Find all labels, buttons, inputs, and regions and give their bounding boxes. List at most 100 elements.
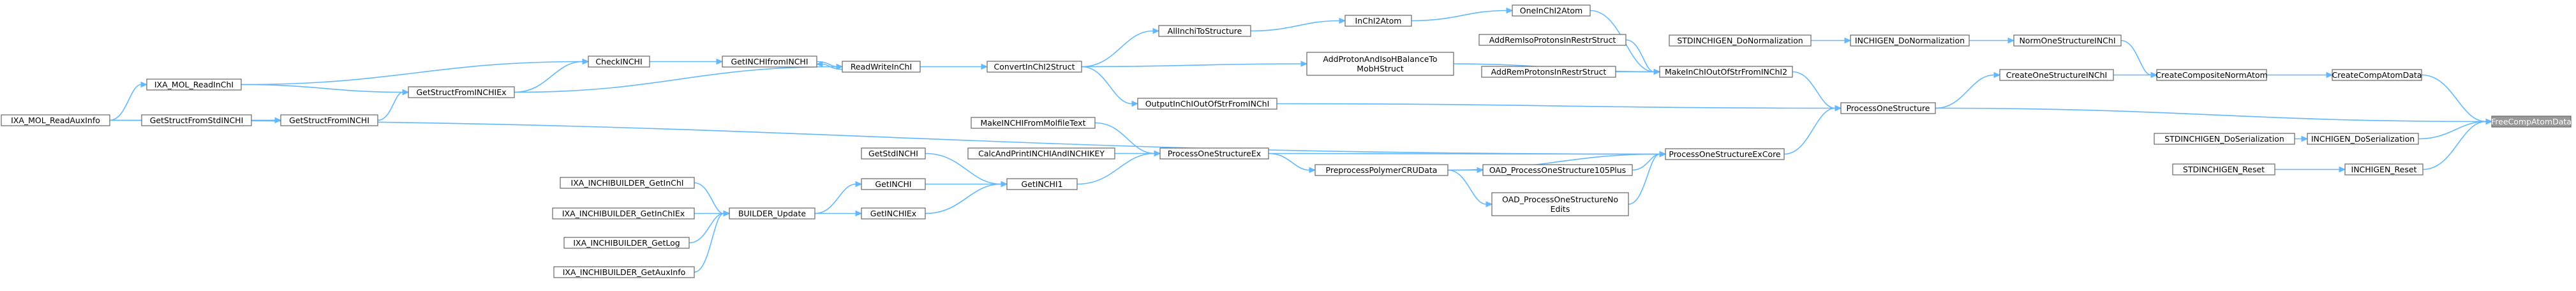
arrowhead [402,89,410,96]
node-getinchifrominchi[interactable]: GetINCHIfromINCHI [722,56,817,68]
node-label: IXA_INCHIBUILDER_GetInChI [571,178,684,188]
node-checkinchi[interactable]: CheckINCHI [588,56,650,68]
node-getinchi1[interactable]: GetINCHI1 [1006,178,1078,190]
node-calcandprintinchiandinchikey[interactable]: CalcAndPrintINCHIAndINCHIKEY [967,147,1115,160]
node-box [141,114,252,126]
node-inchi2atom[interactable]: InChI2Atom [1344,15,1412,27]
node-inchigen-donormalization[interactable]: INCHIGEN_DoNormalization [1850,34,1970,47]
edge-builder_update-to-getinchiex [815,210,863,217]
node-ixa-inchibuilder-getlog[interactable]: IXA_INCHIBUILDER_GetLog [563,237,690,249]
arrowhead [1477,167,1484,174]
node-createcompositenormatom[interactable]: CreateCompositeNormAtom [2155,69,2268,81]
edge-stdinchigen_donorm-to-inchigen_donorm [1811,37,1852,44]
node-getinchi[interactable]: GetINCHI [861,178,926,190]
edge-addremprotons-to-makeinchioutofstr [1616,68,1661,75]
node-freecompatomdata: FreeCompAtomData [2491,116,2572,128]
node-stdinchigen-donormalization[interactable]: STDINCHIGEN_DoNormalization [1669,34,1812,47]
node-inchigen-doserialization[interactable]: INCHIGEN_DoSerialization [2307,133,2419,145]
arrowhead [2007,37,2015,44]
edge-line [1935,107,2487,123]
edge-checkinchi-to-getinchifrominchi [650,58,724,65]
node-addremisoprotonsinrestrstruct[interactable]: AddRemIsoProtonsInRestrStruct [1478,34,1627,46]
arrowhead [1835,105,1842,112]
node-box [1478,34,1627,46]
node-label: PreprocessPolymerCRUData [1326,165,1438,175]
node-getstructfrominchiex[interactable]: GetStructFromINCHIEx [408,86,515,98]
edge-line [514,66,837,93]
node-addremprotonsinrestrstruct[interactable]: AddRemProtonsInRestrStruct [1481,66,1616,78]
node-label: IXA_MOL_ReadAuxInfo [11,116,100,125]
node-createonestructureinchi[interactable]: CreateOneStructureINChI [1999,69,2114,81]
edge-line [1783,107,1836,155]
node-getinchiex[interactable]: GetINCHIEx [861,207,926,220]
node-label: ProcessOneStructureEx [1168,149,1261,158]
node-stdinchigen-reset[interactable]: STDINCHIGEN_Reset [2172,163,2275,175]
node-processonestructure[interactable]: ProcessOneStructure [1840,102,1936,114]
edge-line [1081,66,1133,105]
node-oad-processonestructure105plus[interactable]: OAD_ProcessOneStructure105Plus [1482,164,1633,176]
node-box [1158,25,1251,37]
node-ixa-inchibuilder-getinchiex[interactable]: IXA_INCHIBUILDER_GetInChIEx [552,207,695,220]
edge-getstructfrominchiex-to-checkinchi [514,58,590,93]
node-processonestructureexcore[interactable]: ProcessOneStructureExCore [1665,148,1785,160]
node-getstdinchi[interactable]: GetStdINCHI [861,147,926,160]
edge-line [925,183,1002,214]
edge-line [1081,63,1302,68]
node-label: OAD_ProcessOneStructure105Plus [1489,165,1626,175]
node-readwriteinchi[interactable]: ReadWriteInChI [842,61,921,73]
node-ixa-mol-readauxinfo[interactable]: IXA_MOL_ReadAuxInfo [1,114,110,126]
edge-inchigen_reset-to-free [2422,118,2493,170]
edge-inchi2atom-to-oneinchi2atom [1411,7,1514,22]
node-box [553,266,695,278]
node-box [1344,15,1412,27]
edge-builder_update-to-getinchi [814,181,863,214]
node-convertinchi2struct[interactable]: ConvertInChI2Struct [986,61,1082,73]
node-normonestructureinchi[interactable]: NormOneStructureINChI [2013,34,2122,47]
node-inchigen-reset[interactable]: INCHIGEN_Reset [2344,163,2423,175]
node-getstructfrominchi[interactable]: GetStructFromINCHI [280,114,378,126]
node-box [842,61,921,73]
node-label: GetINCHIfromINCHI [731,57,808,66]
node-outputinchioutofstrfrominchi[interactable]: OutputInChIOutOfStrFromINChI [1137,98,1277,110]
edge-line [109,119,1660,155]
node-getstructfromstdinchi[interactable]: GetStructFromStdINCHI [141,114,252,126]
node-allinchitostructure[interactable]: AllInchiToStructure [1158,25,1251,37]
node-box [861,178,926,190]
edge-ixa_builder_getauxinfo-to-builder_update [694,210,731,273]
edge-createcompatomdata-to-free [2421,74,2493,125]
node-makeinchifrommolfiletext[interactable]: MakeINCHIFromMolfileText [971,117,1096,129]
nodes-layer: FreeCompAtomData CreateCompAtomData Create… [1,4,2572,278]
arrowhead [1993,71,2001,78]
edge-ixa_mol_readinchi-to-getstructfrominchiex [241,84,410,96]
arrowhead [1339,17,1346,24]
node-builder-update[interactable]: BUILDER_Update [729,207,815,220]
node-stdinchigen-doserialization[interactable]: STDINCHIGEN_DoSerialization [2154,133,2295,145]
node-box [2332,69,2422,81]
node-label: INCHIGEN_DoNormalization [1855,36,1965,45]
node-box [552,207,695,220]
node-box [2156,69,2267,81]
node-processonestructureex[interactable]: ProcessOneStructureEx [1159,147,1269,160]
edge-line [694,182,724,214]
node-label: Edits [1551,204,1570,214]
edge-line [241,84,403,93]
node-makeinchioutofstrfrominchi2[interactable]: MakeInChIOutOfStrFromINChI2 [1659,66,1793,78]
node-ixa-inchibuilder-getinchi[interactable]: IXA_INCHIBUILDER_GetInChI [560,177,695,189]
node-preprocesspolymercrudata[interactable]: PreprocessPolymerCRUData [1314,164,1448,176]
node-label: GetStructFromINCHIEx [416,87,506,97]
node-createcompatomdata[interactable]: CreateCompAtomData [2332,69,2422,81]
node-label: AddProtonAndIsoHBalanceTo [1323,54,1437,64]
node-label: AddRemProtonsInRestrStruct [1491,67,1607,77]
node-oneinchi2atom[interactable]: OneInChI2Atom [1512,4,1591,17]
node-ixa-inchibuilder-getauxinfo[interactable]: IXA_INCHIBUILDER_GetAuxInfo [553,266,695,278]
arrowhead [855,181,863,188]
node-label: NormOneStructureINChI [2019,36,2115,45]
edge-line [2421,74,2487,123]
edge-createonestructure-to-createcompositenormatom [2113,71,2158,78]
node-label: OneInChI2Atom [1520,6,1582,15]
node-ixa-mol-readinchi[interactable]: IXA_MOL_ReadInChI [146,78,242,91]
arrowhead [2485,118,2493,125]
